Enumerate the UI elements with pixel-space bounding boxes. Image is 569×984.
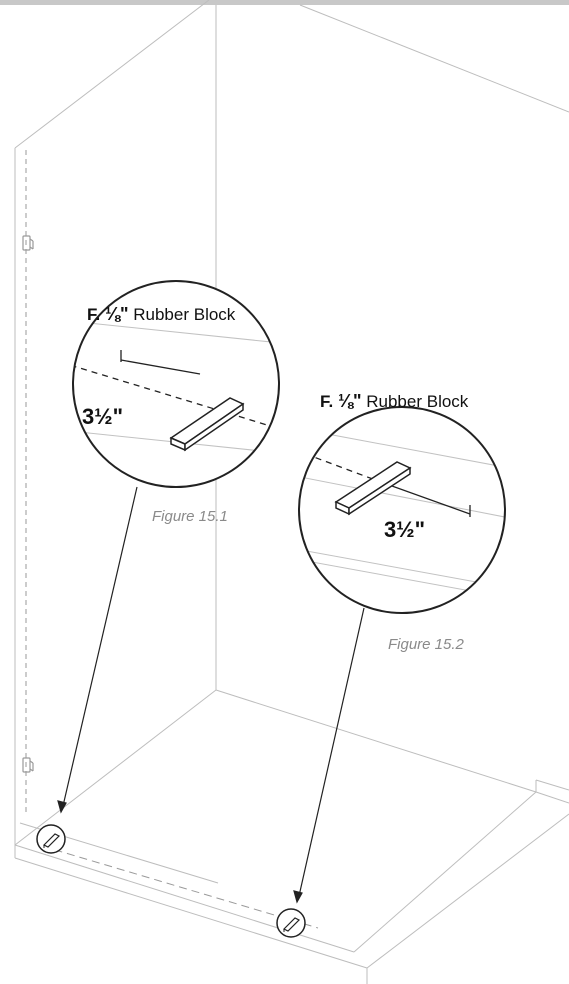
- shower-base: [14, 779, 569, 984]
- glass-line-dashed: [41, 845, 319, 929]
- part-letter: F.: [320, 392, 334, 411]
- hinge-icon: [22, 235, 34, 251]
- leader-arrow-1: [57, 486, 138, 814]
- block-location-1: [36, 824, 66, 854]
- figure-caption-1: Figure 15.1: [152, 508, 228, 525]
- part-letter: F.: [87, 305, 101, 324]
- callout-label-1: F. ⅛" Rubber Block: [87, 304, 235, 325]
- top-rule: [0, 0, 569, 5]
- dimension-label-1: 3½": [82, 404, 124, 429]
- block-location-2: [276, 908, 306, 938]
- figure-caption-2: Figure 15.2: [388, 636, 464, 653]
- detail-circle-2: [298, 406, 506, 614]
- enclosure-walls: [14, 0, 569, 858]
- part-name: Rubber Block: [133, 305, 236, 324]
- part-name: Rubber Block: [366, 392, 469, 411]
- dimension-label-2: 3½": [384, 517, 426, 542]
- part-size: ⅛": [337, 391, 362, 411]
- part-size: ⅛": [104, 304, 129, 324]
- leader-arrow-2: [293, 607, 365, 904]
- hinge-icon: [22, 757, 34, 773]
- callout-label-2: F. ⅛" Rubber Block: [320, 391, 468, 412]
